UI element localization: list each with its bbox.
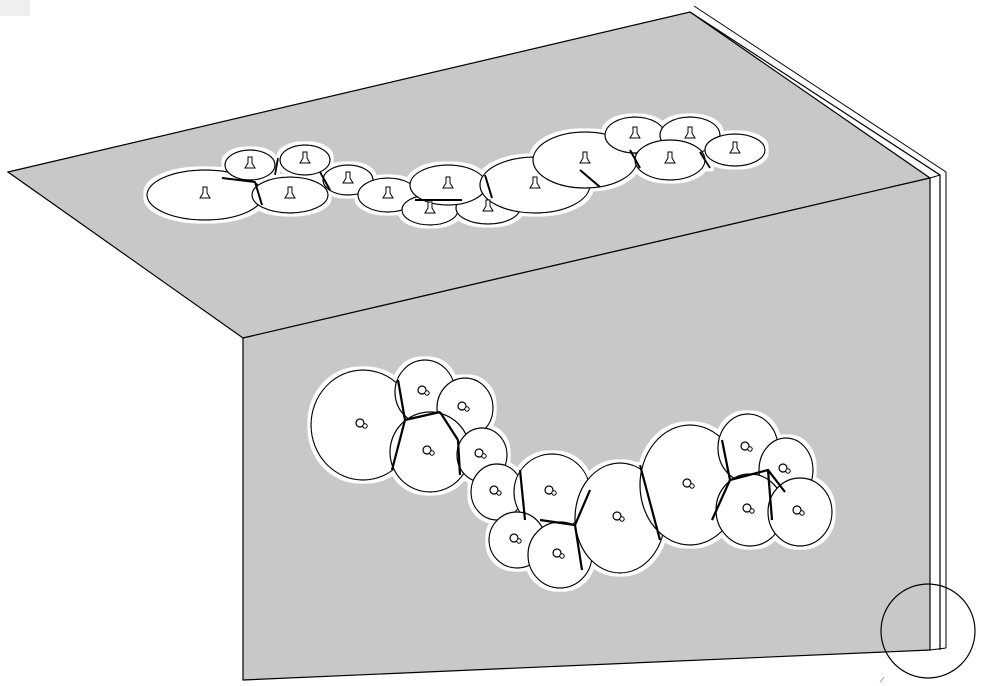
cell-boundary [274,157,279,176]
atom-marker [729,141,741,154]
atom-marker [362,423,368,429]
cell-boundary [484,174,493,199]
atom-marker [244,156,256,169]
corner-mark [0,0,30,16]
atom-marker [355,418,365,428]
cell-boundary [629,149,641,169]
cell-boundary [573,524,584,571]
atom-marker [742,503,752,513]
atom-marker [299,151,311,164]
atom-marker [442,176,454,189]
side-wall [689,5,947,651]
cell-boundary [638,464,662,541]
cell-boundary [579,169,601,188]
cell-boundary [699,151,711,169]
atom-marker [778,463,788,473]
atom-marker [422,445,432,455]
cell-boundary [221,177,263,206]
atom-marker [544,485,554,495]
atom-marker [424,201,436,214]
atom-marker [509,533,519,543]
atom-marker [481,453,487,459]
atom-marker [429,450,435,456]
atom-marker [424,390,430,396]
atom-marker [496,490,502,496]
atom-marker [740,441,750,451]
atom-marker [482,199,494,212]
cell-boundary [439,411,459,441]
cell-boundary [766,469,774,521]
atom-marker [464,406,470,412]
atom-marker [551,490,557,496]
circle-icon [879,583,976,683]
atom-marker [417,385,427,395]
atom-marker [457,401,467,411]
atom-marker [629,126,641,139]
atom-marker [619,516,625,522]
atom-marker [792,505,802,515]
top-projection [146,116,766,226]
atom-marker [284,186,296,199]
atom-marker [682,478,692,488]
cell-boundary [456,439,462,476]
atom-marker [799,510,805,516]
atom-marker [785,468,791,474]
atom-marker [489,485,499,495]
atom-marker [689,483,695,489]
atom-marker [684,126,696,139]
atom-marker [579,151,591,164]
atom-marker [529,176,541,189]
atom-marker [612,511,622,521]
atom-marker [199,186,211,199]
atom-marker [664,151,676,164]
atom-marker [516,538,522,544]
atom-marker [474,448,484,458]
atom-marker [749,508,755,514]
front-projection [310,359,833,589]
cell-boundary [390,419,407,471]
cell-boundary [319,171,331,191]
atom-marker [552,548,562,558]
atom-marker [747,446,753,452]
cell-boundary [518,469,527,521]
atom-marker [342,171,354,184]
atom-marker [559,553,565,559]
atom-marker [382,186,394,199]
